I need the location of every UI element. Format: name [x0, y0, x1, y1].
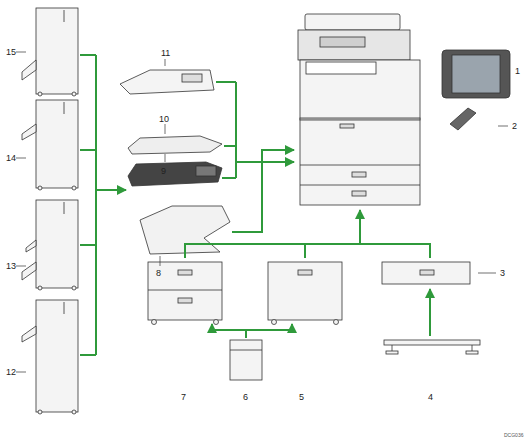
finisher-14 [22, 100, 78, 190]
callout-number: 12 [6, 367, 16, 377]
callout-number: 11 [161, 48, 170, 58]
callout-number: 14 [6, 153, 16, 163]
paper-feed-unit-7 [148, 262, 222, 325]
callout-number: 13 [6, 261, 16, 271]
callout-number: 10 [159, 114, 169, 124]
callout-number: 3 [500, 268, 505, 278]
callout-number: 6 [243, 392, 248, 402]
internal-finisher-9 [128, 162, 222, 186]
finisher-12 [22, 300, 78, 414]
figure-code: DCG036 [504, 432, 523, 438]
callout-number: 8 [156, 268, 161, 278]
callout-number: 7 [181, 392, 186, 402]
large-capacity-tray-5 [268, 262, 342, 325]
callout-number: 9 [161, 166, 166, 176]
envelope-feeder-6 [230, 340, 262, 380]
callout-number: 2 [512, 121, 517, 131]
paper-feed-unit-3 [382, 262, 470, 284]
finisher-15 [22, 8, 78, 96]
callout-number: 15 [6, 47, 16, 57]
handset [450, 108, 476, 130]
bridge-unit-11 [120, 70, 214, 94]
callout-number: 1 [515, 66, 520, 76]
tray-10 [128, 136, 222, 154]
callout-number: 5 [299, 392, 304, 402]
copier-machine [298, 14, 420, 205]
finisher-13 [22, 200, 78, 290]
leader-lines [16, 52, 508, 372]
callout-number: 4 [428, 392, 433, 402]
operation-panel [442, 50, 510, 98]
caster-table-4 [384, 340, 480, 354]
connection-arrows [80, 55, 430, 355]
